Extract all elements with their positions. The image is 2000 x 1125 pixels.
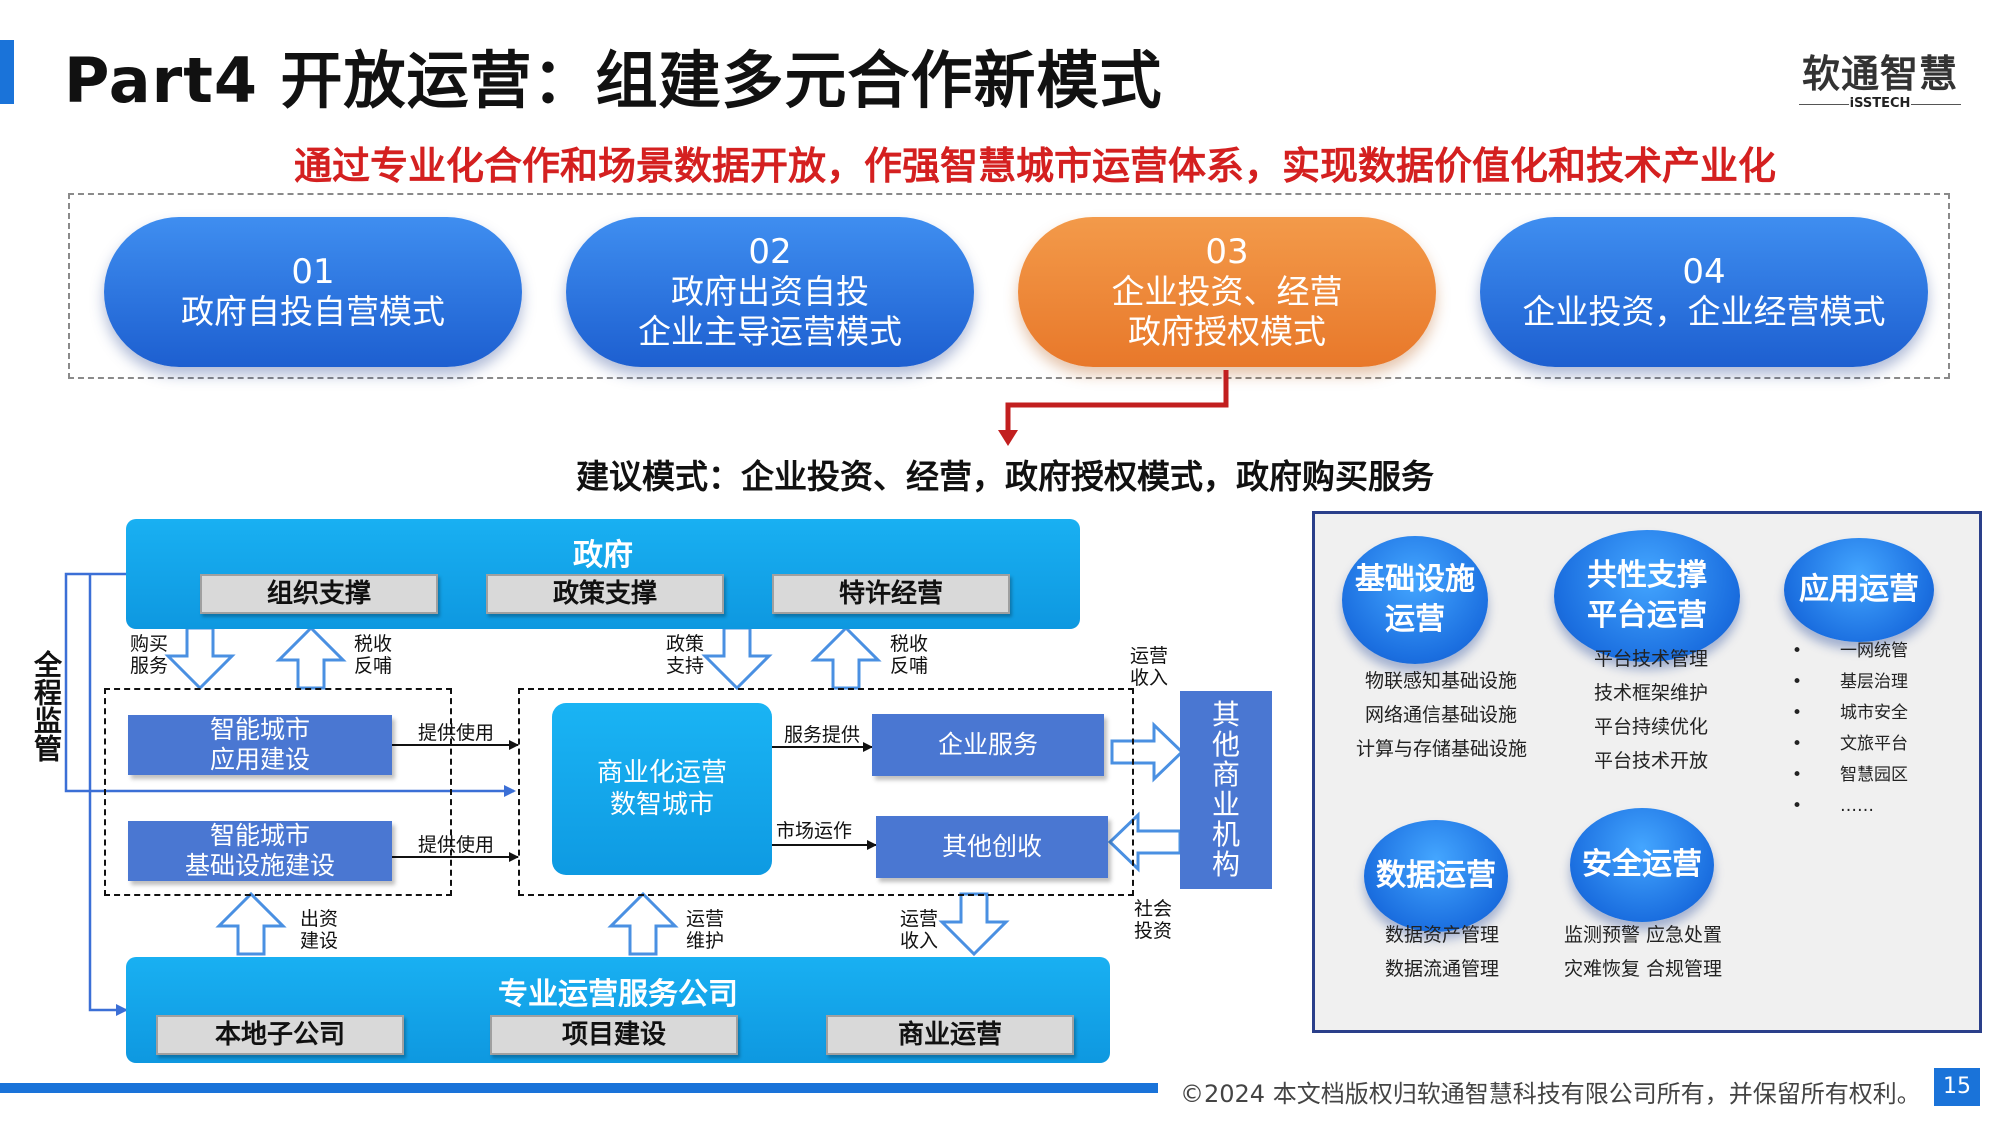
page-subtitle: 通过专业化合作和场景数据开放，作强智慧城市运营体系，实现数据价值化和技术产业化 [293,144,1776,188]
label-tax-feedback-1: 税收反哺 [354,633,393,677]
recommend-connector [1005,370,1229,432]
label-tax-feedback-2: 税收反哺 [890,633,929,677]
mode-04: 04 企业投资，企业经营模式 [1480,217,1928,367]
mode-text: 企业投资，企业经营模式 [1522,292,1886,331]
chip-commercial-operation: 商业运营 [826,1015,1074,1055]
security-items: 监测预警 应急处置灾难恢复 合规管理 [1563,924,1723,980]
label-provide-use-2: 提供使用 [418,834,495,856]
app-items: 一网统管基层治理城市安全 文旅平台智慧园区…… [1840,641,1908,816]
commercial-operation-core: 商业化运营数智城市 [552,703,772,875]
label-social-invest: 社会投资 [1134,898,1173,942]
service-company-title: 专业运营服务公司 [498,977,738,1012]
recommend-arrowhead [998,430,1018,446]
bubble-app-ops: 应用运营 [1784,538,1934,642]
arrow-invest-build [215,891,287,956]
bubble-security-ops: 安全运营 [1570,808,1714,922]
label-policy-support: 政策支持 [666,633,705,677]
label-market-operate: 市场运作 [776,820,853,842]
other-income-box: 其他创收 [876,816,1108,878]
arrow-tax-feedback-2 [810,625,882,690]
infra-items: 物联感知基础设施网络通信基础设施计算与存储基础设施 [1356,670,1528,760]
arrow-policy-support [701,626,773,691]
mode-02: 02 政府出资自投 企业主导运营模式 [566,217,974,367]
modes-frame [68,193,1950,379]
page-number: 15 [1934,1068,1980,1106]
footer-bar [0,1083,1158,1093]
arrow-buy-service [164,626,236,691]
platform-items: 平台技术管理技术框架维护 平台持续优化平台技术开放 [1593,648,1708,772]
label-buy-service: 购买服务 [130,633,169,677]
logo-sub-text: iSSTECH [1795,96,1965,112]
label-invest-build: 出资建设 [300,908,339,952]
app-construction-box: 智能城市应用建设 [128,715,392,775]
bubble-platform-ops: 共性支撑平台运营 [1554,530,1740,662]
arrow-from-other-biz [1107,811,1182,873]
supervision-line [64,572,516,797]
bubble-data-ops: 数据运营 [1364,820,1508,932]
company-logo: 软通智慧 iSSTECH [1795,52,1965,122]
app-bullets: ••• ••• [1792,641,1803,816]
bubble-infra-ops: 基础设施运营 [1342,536,1488,664]
label-ops-maintain: 运营维护 [686,908,725,952]
other-business-box: 其他 商业 机构 [1180,691,1272,889]
chip-franchise: 特许经营 [772,574,1010,614]
supervision-line-bottom [88,574,128,1016]
label-operating-income-bottom: 运营收入 [900,908,939,952]
chip-organization-support: 组织支撑 [200,574,438,614]
label-operating-income-top: 运营收入 [1130,645,1169,689]
mode-number: 02 [748,232,792,272]
full-supervision-label: 全程监管 [30,650,63,762]
mode-number: 01 [291,252,335,292]
mode-number: 04 [1682,252,1726,292]
chip-policy-support: 政策支撑 [486,574,724,614]
arrow-operating-income-bottom [938,892,1010,957]
arrow-ops-maintain [607,891,679,956]
label-provide-use-1: 提供使用 [418,722,495,744]
title-accent-bar [0,40,14,104]
chip-local-subsidiary: 本地子公司 [156,1015,404,1055]
operation-group [518,688,1134,896]
chip-project-construction: 项目建设 [490,1015,738,1055]
government-title: 政府 [573,538,633,573]
enterprise-service-box: 企业服务 [872,714,1104,776]
recommended-mode: 建议模式：企业投资、经营，政府授权模式，政府购买服务 [576,457,1434,496]
label-service-provide: 服务提供 [784,724,861,746]
mode-text: 政府自投自营模式 [181,292,445,331]
logo-main-text: 软通智慧 [1801,52,1958,96]
mode-text: 政府授权模式 [1128,312,1326,351]
arrow-tax-feedback-1 [275,625,347,690]
mode-text: 政府出资自投 [671,272,869,311]
mode-03: 03 企业投资、经营 政府授权模式 [1018,217,1436,367]
mode-number: 03 [1205,232,1249,272]
infra-construction-box: 智能城市基础设施建设 [128,821,392,881]
data-items: 数据资产管理数据流通管理 [1384,924,1499,980]
mode-01: 01 政府自投自营模式 [104,217,522,367]
copyright-text: ©2024 本文档版权归软通智慧科技有限公司所有，并保留所有权利。 [1180,1080,1921,1108]
mode-text: 企业主导运营模式 [638,312,902,351]
mode-text: 企业投资、经营 [1111,272,1343,311]
arrow-to-other-biz [1110,721,1185,783]
page-title: Part4 开放运营：组建多元合作新模式 [64,44,1163,117]
construction-group [104,688,452,896]
